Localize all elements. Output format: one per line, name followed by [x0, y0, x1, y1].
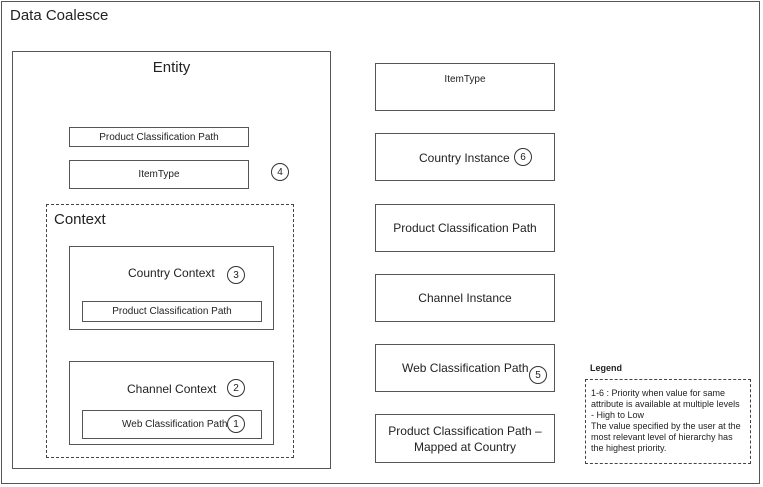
right-channel-instance: Channel Instance — [375, 274, 555, 322]
diagram-title: Data Coalesce — [10, 7, 109, 24]
legend-box: 1-6 : Priority when value for same attri… — [585, 379, 751, 464]
legend-user-value-note: The value specified by the user at the m… — [591, 421, 741, 453]
right-web-classification-path: Web Classification Path — [375, 344, 555, 392]
priority-badge-2: 2 — [227, 379, 245, 397]
right-product-classification-path: Product Classification Path — [375, 204, 555, 252]
country-context-product-classification-path: Product Classification Path — [82, 301, 262, 322]
entity-itemtype: ItemType — [69, 160, 249, 189]
right-country-instance-label: Country Instance — [419, 151, 510, 165]
priority-badge-5: 5 — [529, 366, 547, 384]
right-itemtype: ItemType — [375, 63, 555, 111]
priority-badge-1: 1 — [227, 415, 245, 433]
right-web-classification-path-label: Web Classification Path — [402, 361, 529, 375]
context-title: Context — [54, 211, 106, 228]
priority-badge-6: 6 — [514, 148, 532, 166]
context-container: Context — [46, 204, 294, 458]
entity-title: Entity — [152, 59, 191, 76]
country-context-label: Country Context — [128, 266, 215, 280]
entity-product-classification-path: Product Classification Path — [69, 127, 249, 147]
priority-badge-3: 3 — [227, 266, 245, 284]
legend-priority-note: 1-6 : Priority when value for same attri… — [591, 388, 740, 420]
channel-context-label: Channel Context — [127, 382, 217, 396]
priority-badge-4: 4 — [271, 163, 289, 181]
right-product-classification-path-mapped: Product Classification Path – Mapped at … — [375, 414, 555, 463]
legend-title: Legend — [590, 363, 623, 373]
